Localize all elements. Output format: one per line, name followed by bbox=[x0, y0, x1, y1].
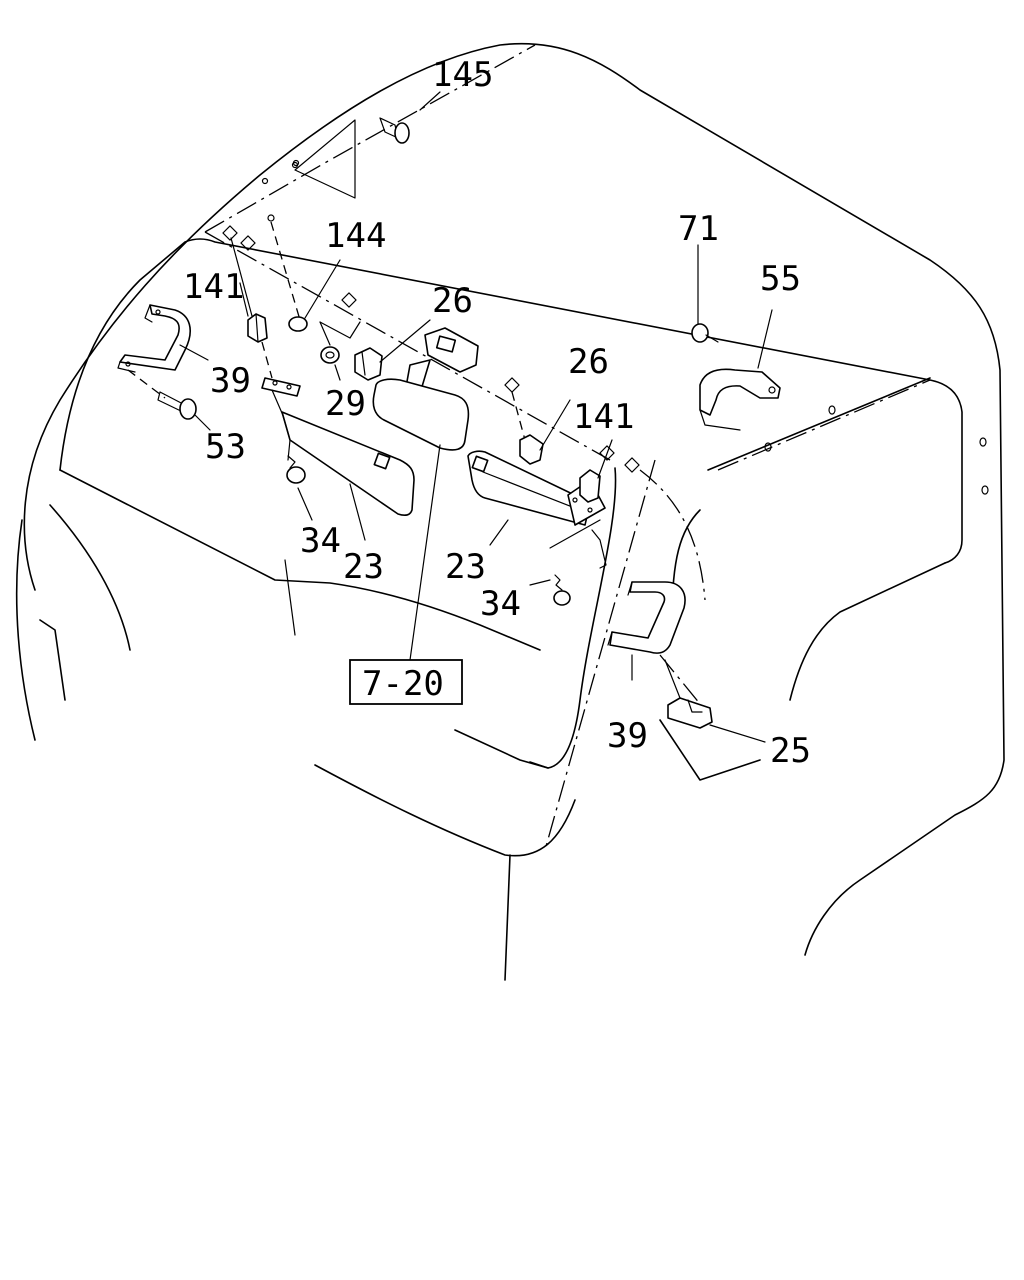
callout-23-right: 23 bbox=[445, 547, 486, 587]
part-145-screw bbox=[261, 91, 441, 199]
left-visor-hinge-141 bbox=[230, 237, 273, 379]
part-53-screw bbox=[127, 369, 211, 431]
left-sun-visor-23 bbox=[261, 377, 415, 541]
reference-label: 7-20 bbox=[362, 664, 444, 704]
callout-145: 145 bbox=[432, 55, 493, 95]
callout-34-right: 34 bbox=[480, 584, 521, 624]
part-34-right-screw bbox=[529, 519, 601, 606]
part-71-bolt bbox=[691, 244, 719, 343]
part-29-nut bbox=[319, 321, 361, 381]
callout-141-right: 141 bbox=[573, 397, 634, 437]
center-lines bbox=[204, 44, 931, 851]
callout-26-left: 26 bbox=[432, 281, 473, 321]
callout-34-left: 34 bbox=[300, 521, 341, 561]
part-34-left-screw bbox=[286, 455, 313, 521]
callout-71: 71 bbox=[678, 209, 719, 249]
rear-view-mirror bbox=[372, 327, 479, 661]
callout-53: 53 bbox=[205, 427, 246, 467]
callout-29: 29 bbox=[325, 384, 366, 424]
part-55-grip bbox=[699, 309, 781, 431]
callout-39-left: 39 bbox=[210, 361, 251, 401]
right-sun-visor-23 bbox=[467, 450, 607, 569]
left-assist-grip bbox=[117, 304, 209, 373]
callout-labels: 145 144 141 26 71 55 26 39 29 141 53 34 … bbox=[183, 55, 811, 771]
part-25-clip bbox=[664, 659, 766, 743]
callout-23-left: 23 bbox=[343, 547, 384, 587]
callout-39-right: 39 bbox=[607, 716, 648, 756]
callout-144: 144 bbox=[325, 216, 386, 256]
right-assist-grip bbox=[607, 581, 686, 681]
part-144-plug bbox=[270, 221, 341, 332]
callout-141-left: 141 bbox=[183, 267, 244, 307]
right-visor-hinge-141 bbox=[579, 439, 613, 503]
callout-55: 55 bbox=[760, 259, 801, 299]
cab-outline bbox=[15, 42, 1005, 981]
part-26-right-clip bbox=[511, 391, 571, 465]
reference-box-7-20: 7-20 bbox=[349, 659, 463, 705]
part-26-left-clip bbox=[354, 319, 431, 381]
mounting-hole-markers bbox=[222, 161, 989, 495]
callout-26-right: 26 bbox=[568, 342, 609, 382]
callout-25: 25 bbox=[770, 731, 811, 771]
